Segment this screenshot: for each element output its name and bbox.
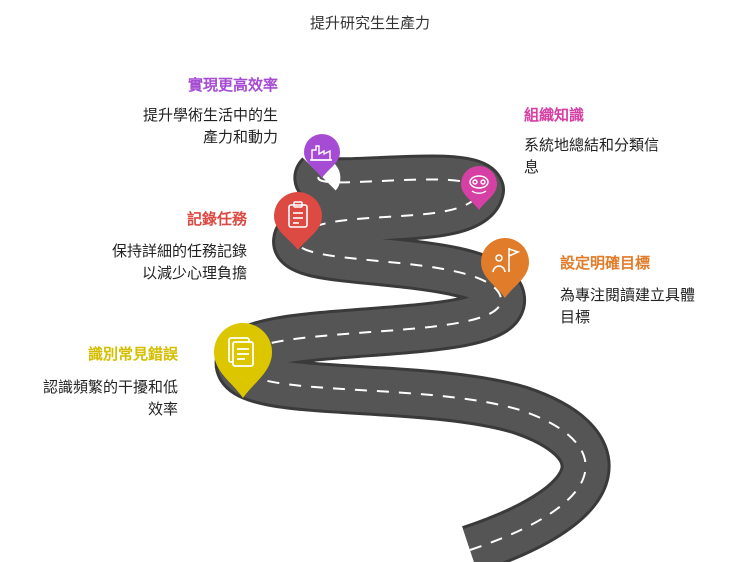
milestone-3-desc-line2: 以減少心理負擔: [141, 264, 247, 282]
clipboard-icon: [288, 201, 308, 228]
milestone-4-desc-line2: 息: [524, 158, 540, 176]
milestone-2-description: 為專注閱讀建立具體 目標: [560, 284, 695, 328]
milestone-2-heading: 設定明確目標: [560, 254, 651, 272]
brain-gears-icon: [469, 175, 489, 194]
milestone-5-description: 提升學術生活中的生 產力和動力: [143, 104, 278, 148]
milestone-pin-1: [214, 323, 272, 398]
goal-flag-person-icon: [492, 248, 521, 273]
milestone-4-heading: 組織知識: [524, 106, 585, 124]
milestone-5-desc-line1: 提升學術生活中的生: [142, 106, 278, 124]
milestone-2-desc-line1: 為專注閱讀建立具體: [560, 286, 696, 304]
milestone-pin-5: [304, 134, 340, 178]
document-checklist-icon: [228, 337, 254, 367]
milestone-5-heading: 實現更高效率: [187, 76, 278, 94]
milestone-1-heading: 識別常見錯誤: [87, 345, 178, 363]
page-title: 提升研究生生產力: [309, 14, 430, 32]
road-center-dashes: [238, 174, 587, 551]
milestone-3-description: 保持詳細的任務記錄 以減少心理負擔: [112, 240, 247, 284]
milestone-4-description: 系統地總結和分類信 息: [524, 134, 659, 178]
milestone-pin-2: [481, 238, 529, 298]
milestone-1-desc-line1: 認識頻繁的干擾和低: [42, 378, 178, 396]
milestone-4-desc-line1: 系統地總結和分類信: [524, 136, 660, 154]
milestone-3-heading: 記錄任務: [186, 210, 247, 228]
milestone-2-desc-line2: 目標: [560, 308, 591, 326]
milestone-pin-3: [274, 192, 322, 250]
milestone-5-desc-line2: 產力和動力: [202, 128, 278, 146]
factory-icon: [310, 145, 332, 161]
milestone-1-desc-line2: 效率: [147, 400, 178, 418]
milestone-3-desc-line1: 保持詳細的任務記錄: [111, 242, 247, 260]
milestone-pin-4: [461, 166, 497, 210]
milestone-1-description: 認識頻繁的干擾和低 效率: [43, 376, 178, 420]
